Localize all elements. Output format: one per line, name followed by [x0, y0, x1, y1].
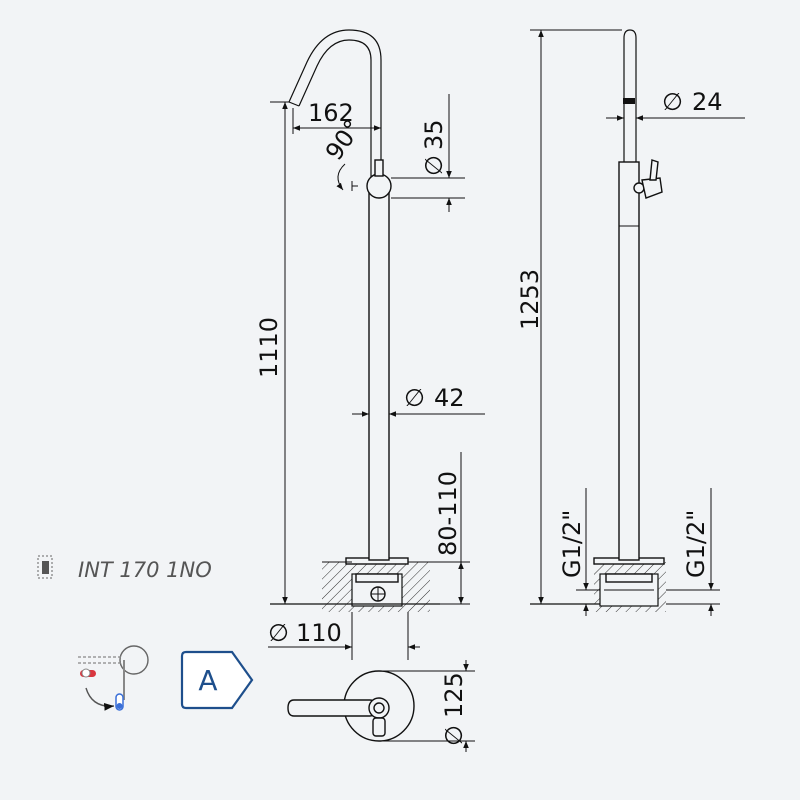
- svg-text:∅: ∅: [420, 155, 448, 176]
- front-floor-box: [270, 557, 440, 612]
- svg-text:∅: ∅: [440, 725, 468, 746]
- energy-class-a-icon: A: [180, 650, 254, 710]
- svg-text:∅: ∅: [404, 384, 425, 412]
- handle-dia-label: 35: [420, 119, 448, 150]
- spout-dia-label: 24: [692, 88, 723, 116]
- side-column: [618, 161, 640, 561]
- lever-handle: [287, 699, 375, 717]
- embedded-install-icon: [37, 555, 53, 579]
- mixer-lever-icon: [78, 645, 149, 711]
- side-spout: [623, 29, 637, 162]
- front-handle: [366, 173, 392, 199]
- svg-text:∅: ∅: [662, 88, 683, 116]
- rosette-dia-label: 125: [440, 672, 468, 718]
- front-spout: [288, 29, 382, 190]
- svg-text:∅: ∅: [268, 619, 289, 647]
- front-view: 90° 162 ∅ 35 1110 ∅ 42 80-110 ∅ 110: [255, 29, 485, 660]
- angle-arc: [336, 163, 346, 191]
- energy-class-label: A: [198, 664, 217, 697]
- install-depth-label: 80-110: [434, 471, 462, 556]
- column-dia-label: 42: [434, 384, 465, 412]
- front-column: [368, 189, 390, 561]
- connection-left-label: G1/2": [558, 510, 586, 578]
- connection-right-label: G1/2": [682, 510, 710, 578]
- rosette-view: ∅ 125: [287, 660, 475, 752]
- base-dia-label: 110: [296, 619, 342, 647]
- side-height-label: 1253: [516, 269, 544, 330]
- spout-reach-label: 162: [308, 99, 354, 127]
- side-view: 1253 ∅ 24 G1/2" G1/2": [516, 29, 745, 616]
- product-code: INT 170 1NO: [78, 558, 212, 582]
- front-height-label: 1110: [255, 317, 283, 378]
